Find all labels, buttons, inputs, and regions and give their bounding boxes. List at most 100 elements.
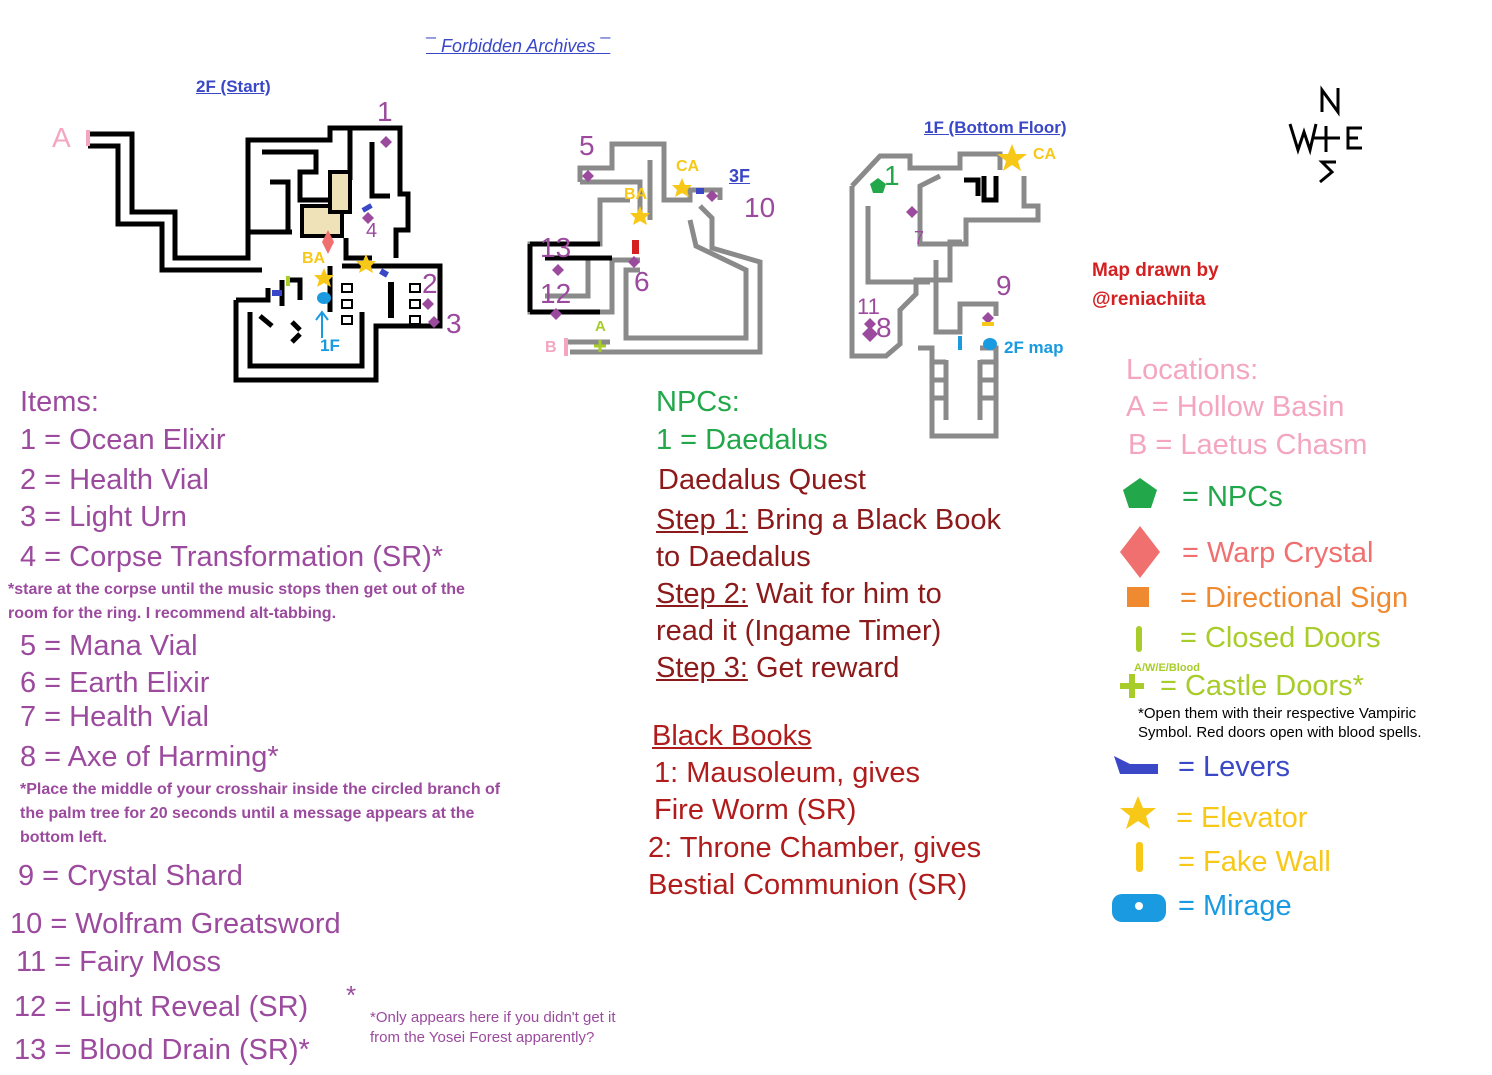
book-2b: Bestial Communion (SR)	[648, 869, 968, 901]
castle-door-marker	[594, 340, 606, 352]
label-ba-3f: BA	[624, 186, 648, 203]
book-1b: Fire Worm (SR)	[654, 794, 857, 826]
label-9: 9	[996, 270, 1012, 301]
floor-2f-label: 2F (Start)	[196, 77, 271, 96]
warp-crystal-marker	[322, 230, 334, 254]
label-5: 5	[579, 130, 595, 161]
legend-door-icon	[1136, 626, 1142, 652]
compass-drawing	[1288, 85, 1362, 184]
label-door-a: A	[595, 318, 606, 335]
fake-wall-marker	[982, 322, 994, 326]
npc-marker	[870, 178, 886, 193]
legend-lever-icon	[1114, 756, 1158, 774]
credit-line-1: Map drawn by	[1092, 260, 1219, 281]
label-3: 3	[446, 308, 462, 339]
legend-fakewall-icon	[1136, 842, 1143, 872]
quest-step-1: Step 1: Bring a Black Book	[656, 504, 1001, 537]
label-4: 4	[366, 220, 378, 242]
note-12-line-2: from the Yosei Forest apparently?	[370, 1029, 595, 1046]
step-3-label: Step 3:	[656, 652, 748, 684]
item-1: 1 = Ocean Elixir	[20, 424, 226, 456]
npc-1: 1 = Daedalus	[656, 424, 828, 456]
label-b: B	[545, 339, 557, 356]
npcs-heading: NPCs:	[656, 386, 740, 418]
note-8-line-1: *Place the middle of your crosshair insi…	[20, 781, 501, 798]
step-2-text: Wait for him to	[747, 578, 942, 610]
label-2: 2	[422, 268, 438, 299]
map-2f-walls	[88, 125, 443, 383]
item-4: 4 = Corpse Transformation (SR)*	[20, 541, 444, 573]
label-a: A	[52, 122, 71, 153]
legend-mirage: = Mirage	[1178, 890, 1292, 922]
label-ca-3f: CA	[676, 158, 700, 175]
item-12-star: *	[346, 980, 357, 1010]
item-2: 2 = Health Vial	[20, 464, 209, 496]
item-8: 8 = Axe of Harming*	[20, 741, 279, 773]
legend-warp: = Warp Crystal	[1182, 537, 1374, 569]
quest-step-3: Step 3: Get reward	[656, 652, 899, 685]
credit-line-2: @reniachiita	[1092, 289, 1206, 310]
label-ba-2f: BA	[302, 250, 326, 267]
legend-mirage-icon	[1112, 894, 1166, 922]
floor-1f-label: 1F (Bottom Floor)	[924, 118, 1067, 137]
item-markers	[362, 136, 994, 342]
map-2f-rooms	[300, 170, 421, 325]
legend-castle: = Castle Doors*	[1160, 670, 1364, 702]
items-heading: Items:	[20, 386, 99, 418]
castle-note-line-1: *Open them with their respective Vampiri…	[1138, 705, 1417, 722]
book-2a: 2: Throne Chamber, gives	[648, 832, 982, 864]
legend-castle-icon	[1120, 674, 1144, 698]
to-2f-label: 2F map	[1004, 338, 1064, 357]
legend-castle-note: *Open them with their respective Vampiri…	[1138, 704, 1422, 742]
label-7: 7	[914, 228, 925, 248]
item-5: 5 = Mana Vial	[20, 630, 198, 662]
floor-3f-label: 3F	[729, 166, 751, 186]
legend-fakewall: = Fake Wall	[1178, 846, 1331, 878]
label-8: 8	[876, 312, 892, 343]
lever-markers	[272, 188, 704, 296]
note-8-line-2: the palm tree for 20 seconds until a mes…	[20, 805, 475, 822]
note-12-line-1: *Only appears here if you didn't get it	[370, 1009, 616, 1026]
label-10: 10	[744, 192, 776, 223]
note-8-line-3: bottom left.	[20, 829, 108, 846]
locations-heading: Locations:	[1126, 354, 1259, 386]
item-12: 12 = Light Reveal (SR)	[14, 991, 309, 1023]
item-9: 9 = Crystal Shard	[18, 860, 243, 892]
quest-step-2-cont: read it (Ingame Timer)	[656, 615, 942, 647]
item-12-note: *Only appears here if you didn't get it …	[370, 1008, 616, 1048]
quest-title: Daedalus Quest	[658, 464, 866, 496]
legend-levers: = Levers	[1178, 751, 1291, 783]
step-2-label: Step 2:	[656, 578, 748, 610]
legend-elevator-icon	[1120, 796, 1156, 829]
item-10: 10 = Wolfram Greatsword	[10, 908, 341, 940]
quest-step-2: Step 2: Wait for him to	[656, 578, 942, 611]
elevator-markers	[314, 144, 1027, 287]
label-6: 6	[634, 266, 650, 297]
location-b: B = Laetus Chasm	[1128, 429, 1368, 461]
label-npc-1: 1	[884, 160, 900, 191]
legend-npcs: = NPCs	[1182, 481, 1283, 513]
credit: Map drawn by @reniachiita	[1092, 256, 1219, 314]
step-1-label: Step 1:	[656, 504, 748, 536]
note-4-line-1: *stare at the corpse until the music sto…	[8, 581, 465, 598]
note-4-line-2: room for the ring. I recommend alt-tabbi…	[8, 605, 337, 622]
legend-elevator: = Elevator	[1176, 802, 1308, 834]
legend-castle-small: A/W/E/Blood	[1134, 662, 1200, 674]
item-8-note: *Place the middle of your crosshair insi…	[20, 778, 500, 850]
legend-npc-icon	[1123, 478, 1157, 508]
label-12: 12	[540, 278, 572, 309]
legend-warp-icon	[1120, 526, 1160, 578]
map-1f-black-walls	[964, 176, 999, 203]
books-heading: Black Books	[652, 720, 812, 752]
item-13: 13 = Blood Drain (SR)*	[14, 1034, 310, 1066]
location-a: A = Hollow Basin	[1126, 391, 1345, 423]
quest-step-1-cont: to Daedalus	[656, 541, 811, 573]
mirage-markers	[315, 292, 997, 350]
label-1: 1	[377, 96, 393, 127]
legend-closed: = Closed Doors	[1180, 622, 1381, 654]
to-1f-label: 1F	[320, 336, 340, 355]
label-11: 11	[857, 294, 880, 319]
item-7: 7 = Health Vial	[20, 701, 209, 733]
exit-a-marker	[86, 130, 90, 146]
